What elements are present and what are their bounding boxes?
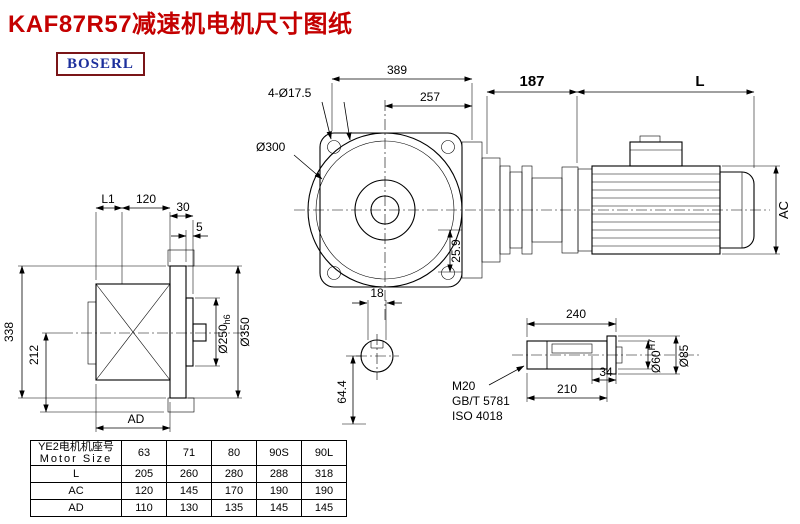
spigot-dia-tolerance: h6: [222, 314, 232, 324]
output-shaft-stub: [192, 323, 207, 342]
boserl-logo: BOSERL: [56, 52, 145, 76]
spigot-dia-label: Ø250h6: [216, 314, 232, 353]
cell: 280: [211, 465, 257, 483]
shoulder-dia-label: Ø85: [677, 344, 691, 367]
cell: 120: [121, 482, 167, 500]
column-header: 90S: [256, 440, 302, 466]
side-view: L1 120 30 5 338 212 AD Ø250h6 Ø350: [2, 192, 252, 432]
table-row-l: L 205 260 280 288 318: [30, 465, 347, 483]
header-motor-size: YE2电机机座号 Motor Size: [30, 440, 122, 466]
dim-64-4-label: 64.4: [335, 380, 349, 404]
dim-25-9-label: 25.9: [449, 239, 463, 263]
gb-standard-label: GB/T 5781: [452, 394, 510, 408]
header-motor-size-en: Motor Size: [39, 453, 113, 465]
row-label: AD: [30, 499, 122, 517]
flange-spigot: [185, 297, 194, 367]
cell: 318: [301, 465, 347, 483]
cell: 190: [256, 482, 302, 500]
dim-30-label: 30: [176, 200, 190, 214]
dim-240-label: 240: [566, 307, 586, 321]
iso-standard-label: ISO 4018: [452, 409, 503, 423]
mounting-foot-bottom: [167, 397, 195, 413]
fan-cover: [719, 171, 755, 249]
cell: 110: [121, 499, 167, 517]
dim-257-label: 257: [420, 90, 440, 104]
cell: 130: [166, 499, 212, 517]
dim-120-label: 120: [136, 192, 156, 206]
dim-34-label: 34: [599, 365, 613, 379]
dim-l1-label: L1: [101, 192, 115, 206]
motor-view: 187 L AC: [461, 73, 791, 279]
dim-210-label: 210: [557, 382, 577, 396]
cell: 260: [166, 465, 212, 483]
spigot-dia-value: Ø250: [216, 324, 230, 354]
header-motor-size-cn: YE2电机机座号: [38, 441, 114, 453]
shaft-dia-label: Ø60H7: [647, 339, 663, 373]
dim-ad-label: AD: [128, 412, 145, 426]
motor-size-table: YE2电机机座号 Motor Size 63 71 80 90S 90L L 2…: [30, 440, 347, 517]
shaft-dia-value: Ø60: [649, 350, 663, 373]
dim-18-label: 18: [370, 286, 384, 300]
shaft-dia-tolerance: H7: [647, 339, 657, 351]
table-row-ac: AC 120 145 170 190 190: [30, 482, 347, 500]
bolt-hole: [327, 140, 341, 154]
dim-389-label: 389: [387, 63, 407, 77]
dim-212-label: 212: [27, 345, 41, 365]
bolt-hole: [441, 140, 455, 154]
column-header: 71: [166, 440, 212, 466]
row-label: AC: [30, 482, 122, 500]
column-header: 80: [211, 440, 257, 466]
thread-m20-label: M20: [452, 379, 476, 393]
row-label: L: [30, 465, 122, 483]
dim-5-label: 5: [196, 220, 203, 234]
shaft-detail: 240 34 210 M20 GB/T 5781 ISO 4018 Ø60H7 …: [452, 307, 700, 423]
dim-ac-label: AC: [776, 201, 791, 219]
table-row-ad: AD 110 130 135 145 145: [30, 499, 347, 517]
dim-l-label: L: [695, 73, 704, 90]
logo-text: BOSERL: [67, 56, 134, 72]
output-flange: [169, 265, 187, 399]
dia-300-label: Ø300: [256, 140, 286, 154]
mounting-foot-top: [167, 249, 195, 267]
table-header-row: YE2电机机座号 Motor Size 63 71 80 90S 90L: [30, 440, 347, 466]
cell: 145: [256, 499, 302, 517]
cell: 135: [211, 499, 257, 517]
cell: 205: [121, 465, 167, 483]
page-title: KAF87R57减速机电机尺寸图纸: [8, 11, 353, 38]
bolt-holes-label: 4-Ø17.5: [268, 86, 312, 100]
cell: 288: [256, 465, 302, 483]
cell: 190: [301, 482, 347, 500]
bolt-hole: [441, 266, 455, 280]
column-header: 90L: [301, 440, 347, 466]
bolt-hole: [327, 266, 341, 280]
cell: 170: [211, 482, 257, 500]
terminal-box: [629, 141, 683, 167]
column-header: 63: [121, 440, 167, 466]
flange-dia-label: Ø350: [238, 317, 252, 347]
dim-338-label: 338: [2, 322, 16, 342]
keyway-slot: [551, 343, 593, 354]
cell: 145: [301, 499, 347, 517]
dim-187-label: 187: [519, 73, 544, 90]
front-view: 389 257 4-Ø17.5 Ø300 25.9 18 64.4: [256, 63, 770, 425]
cell: 145: [166, 482, 212, 500]
